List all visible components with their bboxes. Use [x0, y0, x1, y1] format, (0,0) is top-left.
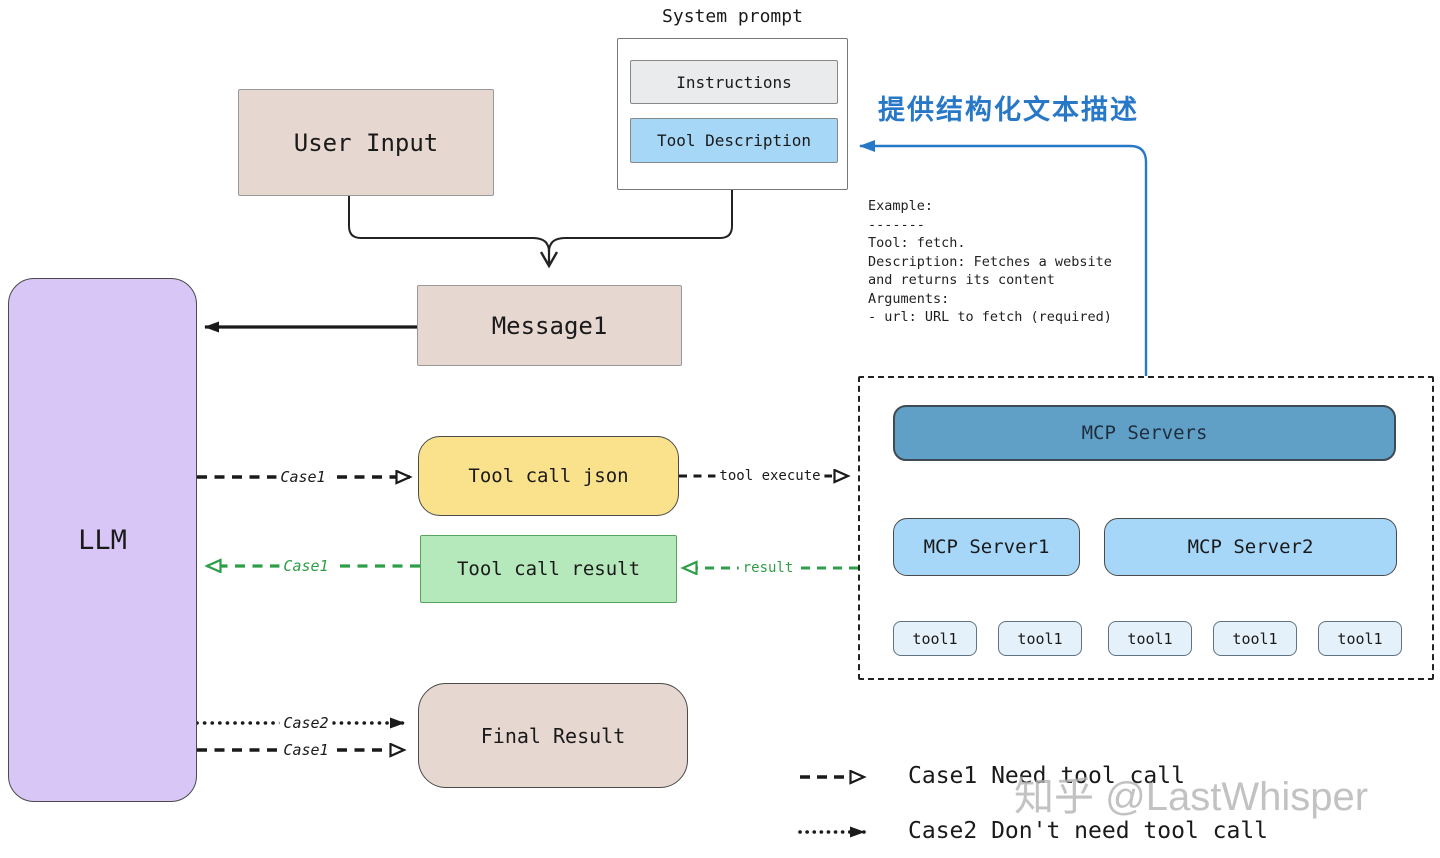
- tool1-box: tool1: [1213, 621, 1297, 656]
- message1-box: Message1: [417, 285, 682, 366]
- tool1-box: tool1: [893, 621, 977, 656]
- edge-system-prompt-merge: [548, 190, 733, 253]
- edge-label-case1-json: Case1: [276, 468, 330, 486]
- edge-label-case1-result: Case1: [279, 557, 333, 575]
- tool1-box: tool1: [1108, 621, 1192, 656]
- legend-case2-label: Case2 Don't need tool call: [908, 818, 1269, 844]
- tool-call-json-box: Tool call json: [418, 436, 679, 516]
- legend-case1-label: Case1 Need tool call: [908, 763, 1185, 789]
- mcp-server2-box: MCP Server2: [1104, 518, 1397, 576]
- tool1-box: tool1: [1318, 621, 1402, 656]
- instructions-box: Instructions: [630, 60, 838, 104]
- final-result-box: Final Result: [418, 683, 688, 788]
- llm-box: LLM: [8, 278, 197, 802]
- system-prompt-title: System prompt: [662, 6, 803, 27]
- edge-label-case2-final: Case2: [279, 714, 333, 732]
- edge-label-tool-execute: tool execute: [715, 468, 825, 484]
- mcp-server1-box: MCP Server1: [893, 518, 1080, 576]
- watermark: 知乎 @LastWhisper: [1014, 775, 1369, 819]
- structured-text-note: 提供结构化文本描述: [878, 95, 1139, 125]
- edge-mcp-to-tool-description: [859, 140, 1148, 376]
- edge-label-case1-final: Case1: [279, 741, 333, 759]
- edge-label-result: result: [738, 560, 798, 576]
- user-input-box: User Input: [238, 89, 494, 196]
- edge-user-input-merge: [348, 196, 550, 253]
- tool-description-box: Tool Description: [630, 118, 838, 163]
- example-text: Example: ------- Tool: fetch. Descriptio…: [868, 198, 1112, 325]
- tool-call-result-box: Tool call result: [420, 535, 677, 603]
- mcp-servers-header: MCP Servers: [893, 405, 1396, 461]
- tool1-box: tool1: [998, 621, 1082, 656]
